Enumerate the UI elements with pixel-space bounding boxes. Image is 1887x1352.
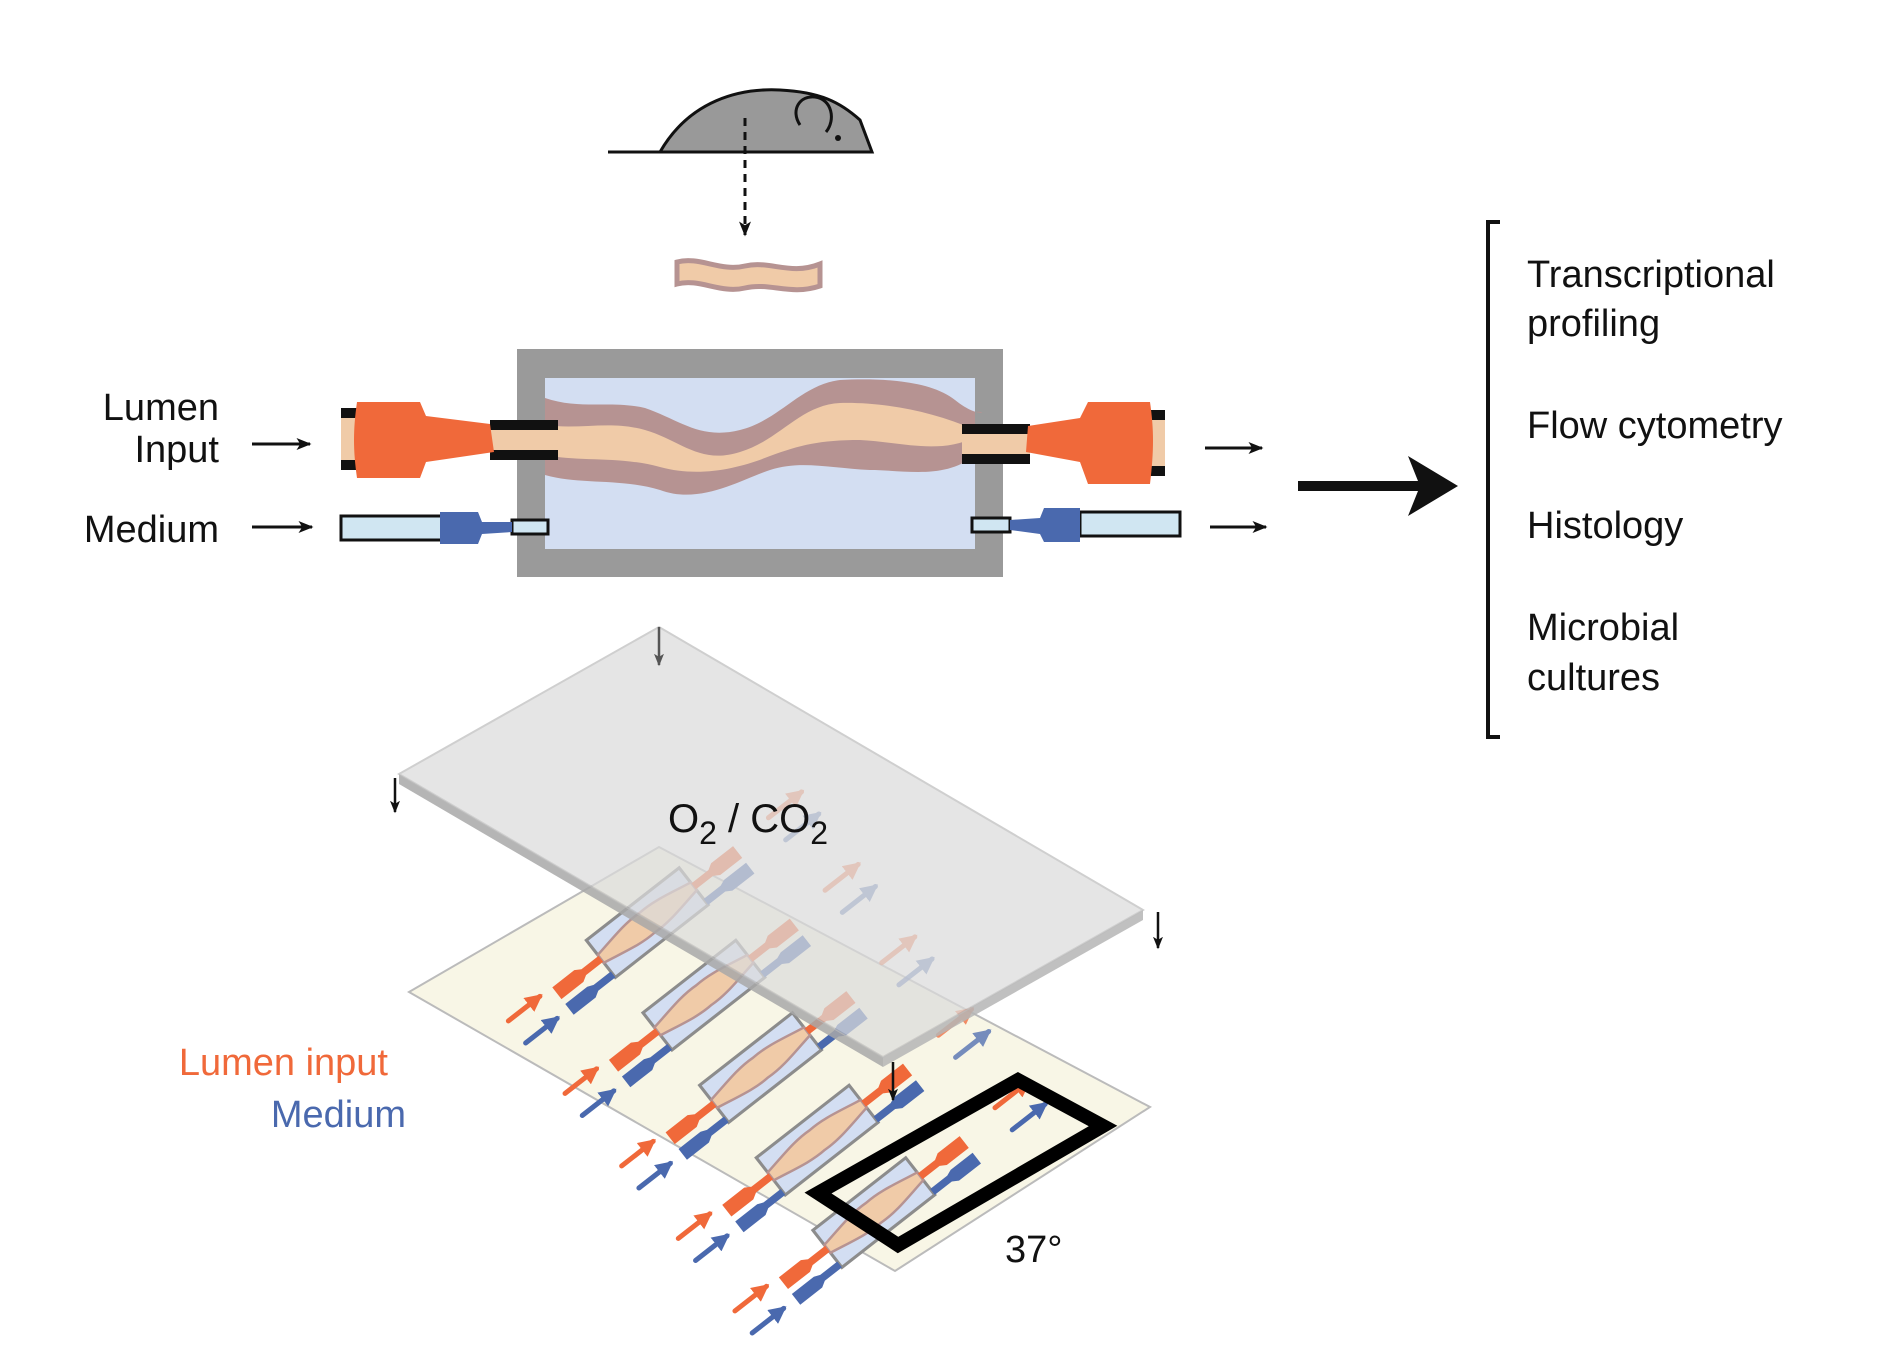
medium-inlet-tube [339,512,550,544]
inlet-arrows [505,993,787,1336]
gas-label: O2 / CO2 [668,797,828,851]
output-flow-cytometry: Flow cytometry [1527,405,1782,447]
lumen-inlet-flow-arrow [732,1283,770,1314]
gas-lid [396,625,1146,1067]
lumen-input-label-1: Lumen [103,387,219,429]
medium-inlet-flow-arrow [693,1233,730,1264]
outputs-bracket [1486,220,1500,739]
temperature-label: 37° [1005,1229,1062,1271]
lumen-inlet-connector [341,402,558,478]
output-transcriptional: Transcriptional [1527,254,1775,296]
medium-label: Medium [84,509,219,551]
highlight-frame [804,1072,1118,1254]
lumen-inlet-flow-arrow [562,1066,600,1096]
lumen-input-legend: Lumen input [179,1042,389,1084]
medium-inlet-flow-arrow [636,1160,674,1191]
medium-inlet-flow-arrow [523,1015,560,1046]
medium-inlet-flow-arrow [749,1305,787,1336]
organ-chip-device [517,349,1003,577]
output-microbial-2: cultures [1527,657,1660,699]
mouse-icon [608,88,875,154]
lumen-inlet-flow-arrow [619,1138,656,1169]
lumen-outlet-connector [962,402,1165,484]
lumen-inlet-flow-arrow [505,993,543,1024]
lumen-input-label-2: Input [134,429,219,471]
medium-outlet-tube [970,508,1182,542]
output-transcriptional-2: profiling [1527,303,1660,345]
lumen-inlet-flow-arrow [675,1211,713,1241]
tissue-segment-icon [674,258,823,293]
output-histology: Histology [1527,505,1683,547]
medium-outlet-flow-arrow [1009,1101,1049,1133]
outputs-list: Transcriptional profiling Flow cytometry… [1527,254,1782,699]
output-microbial: Microbial [1527,607,1679,649]
analysis-arrow [1298,456,1458,516]
medium-inlet-flow-arrow [579,1088,617,1119]
medium-legend: Medium [271,1094,406,1136]
medium-outlet-flow-arrow [953,1028,992,1060]
